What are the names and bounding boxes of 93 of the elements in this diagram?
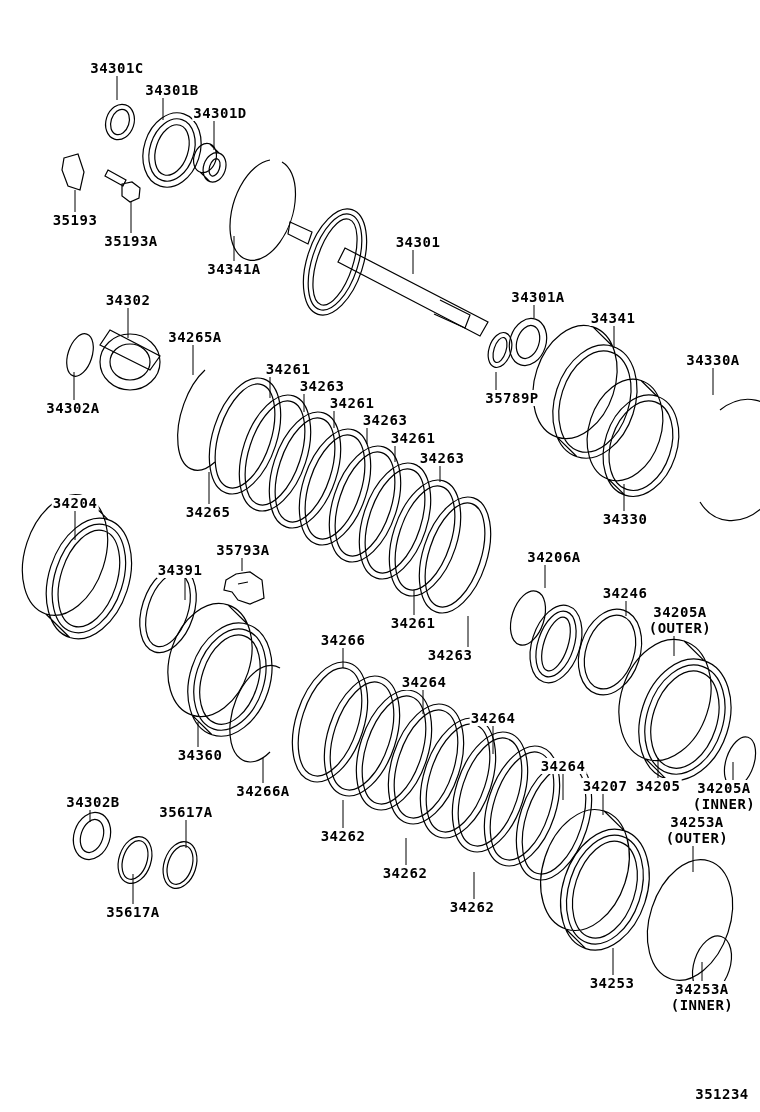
part-number: 34301B — [144, 82, 200, 98]
leader-line — [625, 600, 627, 617]
leader-line — [492, 725, 494, 755]
leader-line — [612, 947, 614, 976]
part-number: 34253 — [588, 975, 636, 991]
leader-line — [544, 564, 546, 589]
part-number: 34262 — [381, 865, 429, 881]
part-number: 34341 — [589, 310, 637, 326]
part-number: 35793A — [215, 542, 271, 558]
part-number: 34302B — [65, 794, 121, 810]
leader-line — [127, 307, 129, 339]
leader-line — [184, 577, 186, 601]
part-number: 35193 — [51, 212, 99, 228]
part-number: 34264 — [469, 710, 517, 726]
leader-line — [342, 647, 344, 669]
leader-line — [412, 249, 414, 275]
leader-line — [732, 761, 734, 781]
part-number: 34206A — [526, 549, 582, 565]
leader-line — [132, 873, 134, 905]
leader-line — [394, 445, 396, 463]
leader-line — [208, 471, 210, 505]
part-number: 34360 — [176, 747, 224, 763]
part-number: 34266 — [319, 632, 367, 648]
leader-line — [303, 393, 305, 413]
part-number: 34261 — [389, 430, 437, 446]
part-number: 34204 — [51, 495, 99, 511]
leader-line — [233, 235, 235, 262]
part-number: 34330 — [601, 511, 649, 527]
part-number: 34263 — [426, 647, 474, 663]
part-number: 35193A — [103, 233, 159, 249]
leader-line — [74, 189, 76, 213]
leader-line — [613, 325, 615, 349]
leader-line — [333, 410, 335, 429]
part-number: 34263 — [418, 450, 466, 466]
figure-number: 351234 — [694, 1086, 750, 1102]
leader-line — [673, 635, 675, 657]
part-number: 34265A — [167, 329, 223, 345]
part-number: 34391 — [156, 562, 204, 578]
leader-line — [495, 371, 497, 391]
leader-line — [116, 75, 118, 101]
leader-line — [74, 510, 76, 541]
part-number: 34341A — [206, 261, 262, 277]
leader-line — [213, 120, 215, 151]
part-number: 34262 — [448, 899, 496, 915]
part-number: 34264 — [400, 674, 448, 690]
leader-line — [712, 367, 714, 396]
part-number: 34205 — [634, 778, 682, 794]
leader-line — [533, 304, 535, 319]
part-number: 35789P — [484, 390, 540, 406]
part-number: 34301A — [510, 289, 566, 305]
leader-line — [162, 97, 164, 121]
leader-line — [241, 557, 243, 572]
part-number: 34301 — [394, 234, 442, 250]
leader-line — [701, 961, 703, 982]
part-number: 34301C — [89, 60, 145, 76]
leader-line — [467, 615, 469, 648]
part-number: 34264 — [539, 758, 587, 774]
part-number: 34266A — [235, 783, 291, 799]
leader-line — [342, 799, 344, 829]
leader-line — [657, 757, 659, 779]
leader-line — [130, 201, 132, 234]
part-number: 35617A — [158, 804, 214, 820]
leader-line — [413, 589, 415, 616]
leader-line — [562, 773, 564, 801]
part-number: 34265 — [184, 504, 232, 520]
part-number: 34207 — [581, 778, 629, 794]
part-number: 34302 — [104, 292, 152, 308]
part-number: 34261 — [389, 615, 437, 631]
part-number: 34246 — [601, 585, 649, 601]
leader-line — [192, 344, 194, 376]
leader-line — [405, 837, 407, 866]
leader-line — [422, 689, 424, 715]
leader-line — [185, 819, 187, 849]
part-number: 34302A — [45, 400, 101, 416]
leader-line — [89, 809, 91, 823]
leader-line — [197, 721, 199, 748]
leader-line — [262, 757, 264, 784]
leader-line — [439, 465, 441, 483]
part-number: 34261 — [328, 395, 376, 411]
part-number: 35617A — [105, 904, 161, 920]
part-number: 34330A — [685, 352, 741, 368]
part-number: 34263 — [361, 412, 409, 428]
leader-line — [692, 845, 694, 873]
part-number: 34301D — [192, 105, 248, 121]
part-number: 34262 — [319, 828, 367, 844]
leader-line — [602, 793, 604, 816]
leader-line — [269, 376, 271, 399]
part-number: 34261 — [264, 361, 312, 377]
leader-line — [623, 483, 625, 512]
part-number: 34263 — [298, 378, 346, 394]
leader-line — [73, 371, 75, 401]
leader-line — [473, 871, 475, 900]
leader-line — [366, 427, 368, 445]
